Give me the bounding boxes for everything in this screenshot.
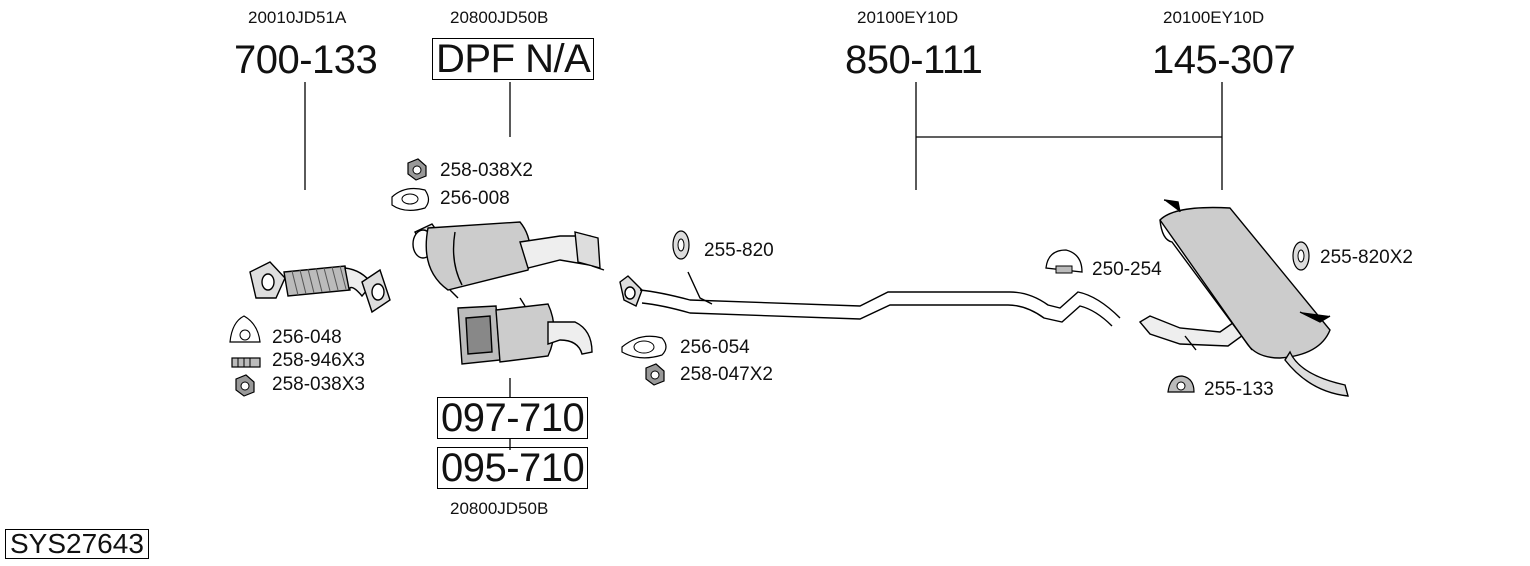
accessory-nut-front[interactable]: 258-038X3	[272, 374, 365, 395]
nut-icon	[645, 363, 665, 386]
front-pipe-part	[249, 261, 391, 314]
part-number-cat2[interactable]: 095-710	[437, 447, 589, 489]
accessory-bolt-front[interactable]: 258-946X3	[272, 350, 365, 371]
accessory-mount-rear[interactable]: 255-133	[1204, 379, 1274, 400]
oem-number-middle: 20100EY10D	[857, 8, 959, 27]
oem-number-catalyst: 20800JD50B	[450, 499, 549, 518]
oem-number-front-pipe: 20010JD51A	[248, 8, 347, 27]
accessory-rubber-mid[interactable]: 255-820	[704, 240, 774, 261]
rubber-mount-icon	[1292, 241, 1310, 271]
accessory-nut-mid[interactable]: 258-047X2	[680, 364, 773, 385]
part-number-cat1[interactable]: 097-710	[437, 397, 589, 439]
accessory-nut-dpf[interactable]: 258-038X2	[440, 160, 533, 181]
part-number-middle[interactable]: 850-111	[845, 38, 983, 82]
mount-bracket-icon	[1167, 375, 1195, 393]
gasket-icon	[391, 187, 430, 211]
system-id-label: SYS27643	[5, 529, 149, 559]
accessory-rubber-rear[interactable]: 255-820X2	[1320, 247, 1413, 268]
middle-pipe-part	[619, 271, 1121, 327]
bolt-icon	[231, 357, 261, 368]
nut-icon	[407, 158, 427, 181]
part-number-dpf[interactable]: DPF N/A	[432, 38, 595, 80]
gasket-icon	[229, 315, 261, 343]
rear-silencer-part	[1138, 199, 1349, 397]
part-number-rear[interactable]: 145-307	[1152, 38, 1296, 82]
dpf-part	[412, 221, 605, 299]
oem-number-rear: 20100EY10D	[1163, 8, 1265, 27]
part-number-front-pipe[interactable]: 700-133	[234, 38, 378, 82]
nut-icon	[235, 374, 255, 397]
gasket-icon	[621, 335, 667, 359]
rubber-mount-icon	[672, 230, 690, 260]
clamp-icon	[1045, 249, 1083, 274]
accessory-gasket-mid[interactable]: 256-054	[680, 337, 750, 358]
accessory-gasket-front[interactable]: 256-048	[272, 327, 342, 348]
accessory-gasket-dpf[interactable]: 256-008	[440, 188, 510, 209]
oem-number-dpf: 20800JD50B	[450, 8, 549, 27]
accessory-clamp[interactable]: 250-254	[1092, 259, 1162, 280]
catalyst-part	[457, 297, 593, 365]
